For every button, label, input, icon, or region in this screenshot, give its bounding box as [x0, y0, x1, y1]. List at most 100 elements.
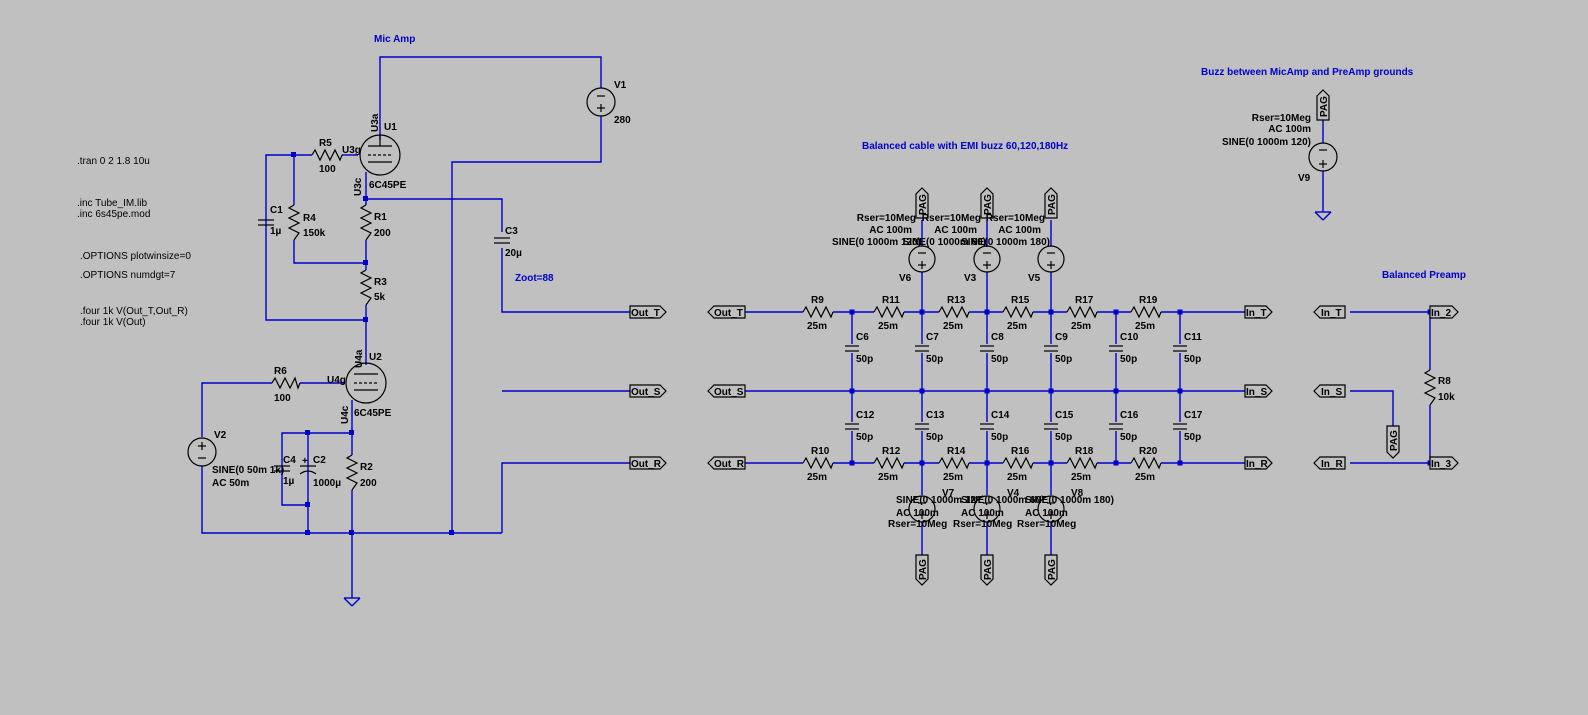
r13-ref: R13: [947, 295, 966, 306]
comment-buzz[interactable]: Buzz between MicAmp and PreAmp grounds: [1201, 67, 1414, 78]
tube-u2[interactable]: U2 6C45PE U4a U4g U4c: [327, 349, 392, 424]
resistor-r3[interactable]: R3 5k: [359, 269, 387, 306]
directive-four-balanced[interactable]: .four 1k V(Out_T,Out_R): [80, 306, 188, 317]
comment-mic-amp[interactable]: Mic Amp: [374, 34, 415, 45]
net-flag-out-s-cable[interactable]: Out_S: [707, 384, 746, 398]
resistor-r1[interactable]: R1 200: [359, 204, 391, 241]
v9-pag-flag: PAG: [1319, 96, 1330, 117]
r19-value: 25m: [1135, 321, 1155, 332]
net-flag-out-s-amp[interactable]: Out_S: [629, 384, 667, 398]
pag-flag[interactable]: PAG: [1044, 554, 1058, 586]
capacitor-c4[interactable]: C4 1µ: [274, 455, 296, 487]
net-flag-in-r-preamp[interactable]: In_R: [1313, 456, 1346, 470]
pag-flag[interactable]: PAG: [915, 554, 929, 586]
capacitor-c2[interactable]: + C2 1000µ: [299, 455, 341, 489]
tube-u1[interactable]: U1 6C45PE U3a U3g U3c: [342, 113, 407, 196]
source-v9[interactable]: PAG Rser=10Meg AC 100m SINE(0 1000m 120)…: [1222, 89, 1338, 221]
capacitor-c3[interactable]: C3 20µ: [494, 226, 522, 259]
directive-tran[interactable]: .tran 0 2 1.8 10u: [77, 156, 150, 167]
net-flag-out-t-cable[interactable]: Out_T: [707, 305, 746, 319]
resistor-r6[interactable]: R6 100: [271, 366, 301, 404]
resistor-r4[interactable]: R4 150k: [287, 204, 326, 241]
pag-flag[interactable]: PAG: [980, 187, 994, 219]
resistor-r8[interactable]: R8 10k: [1423, 369, 1455, 406]
r3-value: 5k: [374, 292, 386, 303]
net-flag-in-t-cable[interactable]: In_T: [1244, 305, 1273, 319]
r9-value: 25m: [807, 321, 827, 332]
directive-inc-lib[interactable]: .inc Tube_IM.lib: [77, 198, 147, 209]
c7-value: 50p: [926, 354, 943, 365]
net-flag-pag-preamp[interactable]: PAG: [1386, 425, 1400, 459]
directive-options-plotwinsize[interactable]: .OPTIONS plotwinsize=0: [80, 251, 191, 262]
directive-inc-mod[interactable]: .inc 6s45pe.mod: [77, 209, 150, 220]
u1-ref: U1: [384, 122, 397, 133]
comment-balanced-cable[interactable]: Balanced cable with EMI buzz 60,120,180H…: [862, 141, 1068, 152]
u2-anode-pin: U4a: [354, 349, 365, 368]
net-flag-in-s-preamp[interactable]: In_S: [1313, 384, 1346, 398]
source-v2[interactable]: V2 SINE(0 50m 1k) AC 50m: [187, 430, 284, 489]
r12-ref: R12: [882, 446, 901, 457]
r14-ref: R14: [947, 446, 966, 457]
net-flag-in-t-preamp[interactable]: In_T: [1313, 305, 1346, 319]
net-flag-in-2[interactable]: In_2: [1429, 305, 1459, 319]
v3-ac: AC 100m: [934, 225, 977, 236]
source-v1[interactable]: V1 280: [586, 80, 631, 126]
c8-ref: C8: [991, 332, 1004, 343]
resistor-r2[interactable]: R2 200: [345, 454, 377, 491]
pag-flag[interactable]: PAG: [980, 554, 994, 586]
directive-four-out[interactable]: .four 1k V(Out): [80, 317, 146, 328]
v5-ac: AC 100m: [998, 225, 1041, 236]
comment-balanced-preamp[interactable]: Balanced Preamp: [1382, 270, 1466, 281]
pag-flag[interactable]: PAG: [1044, 187, 1058, 219]
net-flag-in-r-cable[interactable]: In_R: [1244, 456, 1273, 470]
net-flag-out-r-cable[interactable]: Out_R: [707, 456, 746, 470]
resistor-r12[interactable]: R12 25m: [873, 446, 905, 483]
resistor-r5[interactable]: R5 100: [311, 138, 343, 175]
capacitor-c1[interactable]: C1 1µ: [258, 205, 283, 237]
net-flag-in-3[interactable]: In_3: [1429, 456, 1459, 470]
v2-sine: SINE(0 50m 1k): [212, 465, 284, 476]
net-flag-in-s-cable[interactable]: In_S: [1244, 384, 1273, 398]
c9-value: 50p: [1055, 354, 1072, 365]
r12-value: 25m: [878, 472, 898, 483]
directive-options-numdgt[interactable]: .OPTIONS numdgt=7: [80, 270, 176, 281]
net-flag-out-t-amp[interactable]: Out_T: [629, 305, 667, 319]
pag-flag[interactable]: PAG: [915, 187, 929, 219]
u2-cathode-pin: U4c: [340, 405, 351, 424]
ground-symbol: [343, 597, 361, 607]
net-flag-out-r-amp[interactable]: Out_R: [629, 456, 667, 470]
comment-zoot[interactable]: Zoot=88: [515, 273, 554, 284]
